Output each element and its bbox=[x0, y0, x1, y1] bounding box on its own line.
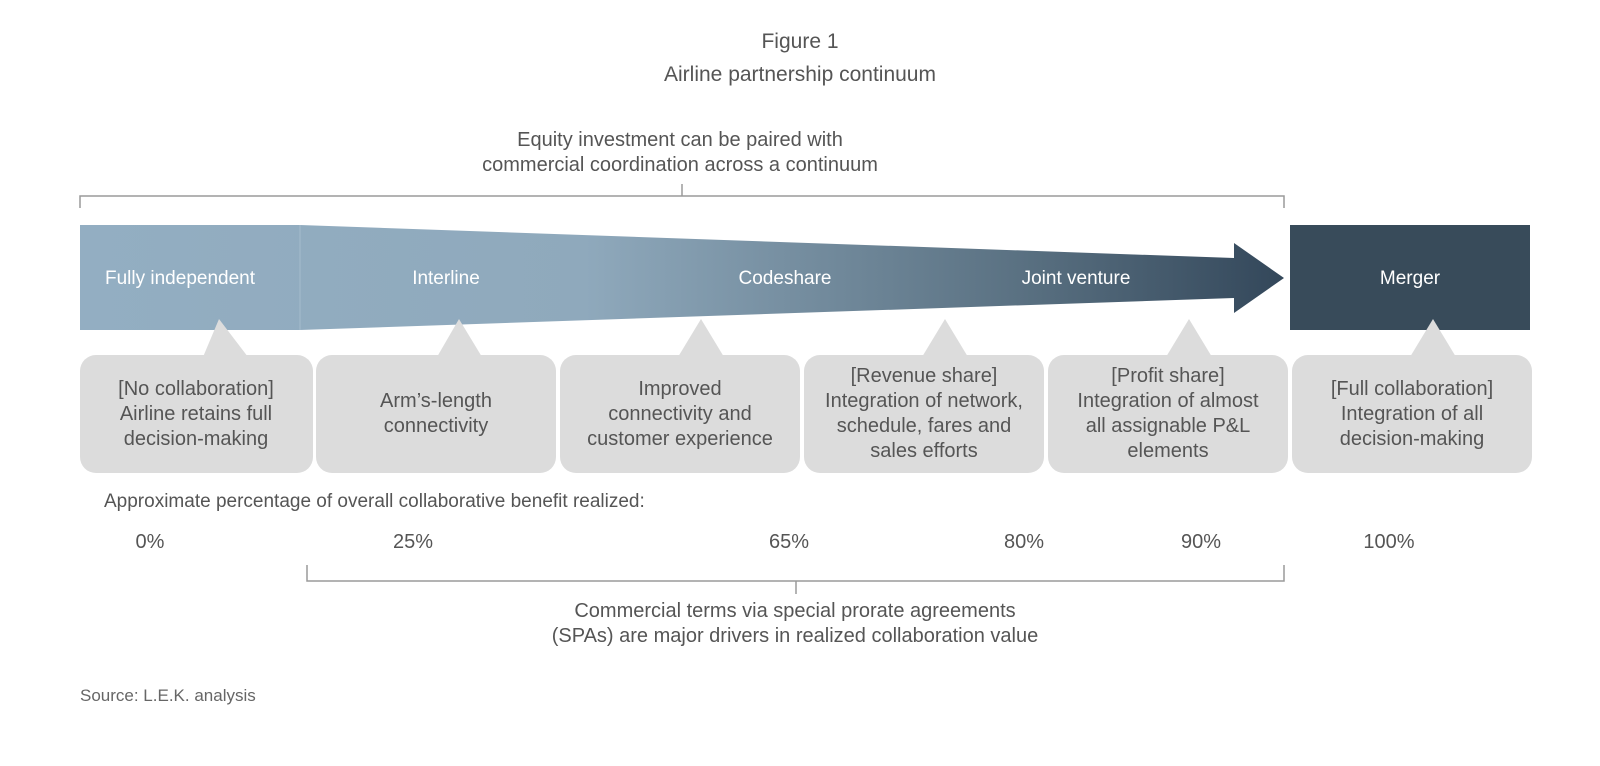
callout-text-fully-independent: [No collaboration] Airline retains full … bbox=[81, 356, 311, 472]
callout-line: [Profit share] bbox=[1111, 365, 1225, 387]
percentage-merger: 100% bbox=[1363, 531, 1415, 553]
callout-line: elements bbox=[1127, 440, 1209, 462]
callout-line: [Full collaboration] bbox=[1330, 377, 1494, 400]
callout-line: Arm’s-length bbox=[380, 390, 492, 412]
callout-line: Integration of almost bbox=[1077, 390, 1259, 412]
callout-box-3 bbox=[560, 319, 800, 473]
equity-note-line-2: commercial coordination across a continu… bbox=[482, 154, 878, 176]
callout-text-interline: Arm’s-length connectivity bbox=[321, 356, 551, 472]
callout-box-2 bbox=[316, 319, 556, 473]
percentage-fully-independent: 0% bbox=[135, 531, 165, 553]
figure-title: Airline partnership continuum bbox=[664, 63, 936, 86]
callout-text-profit-share: [Profit share] Integration of almost all… bbox=[1053, 356, 1283, 472]
stage-label-fully-independent: Fully independent bbox=[105, 268, 256, 289]
percentage-codeshare: 65% bbox=[768, 531, 810, 553]
callout-box-4 bbox=[804, 319, 1044, 473]
continuum-arrow bbox=[80, 225, 1284, 330]
callout-line: connectivity and bbox=[608, 402, 752, 425]
percentage-joint-venture: 80% bbox=[1003, 531, 1045, 553]
stage-label-interline: Interline bbox=[412, 268, 480, 289]
source-note: Source: L.E.K. analysis bbox=[80, 686, 256, 705]
figure-label: Figure 1 bbox=[761, 30, 839, 53]
callout-line: [No collaboration] bbox=[118, 377, 274, 400]
percentage-interline: 25% bbox=[392, 531, 434, 553]
callout-line: decision-making bbox=[123, 427, 269, 450]
callout-text-joint-venture: [Revenue share] Integration of network, … bbox=[809, 356, 1039, 472]
spa-note: Commercial terms via special prorate agr… bbox=[470, 599, 1120, 649]
callout-line: Improved bbox=[638, 377, 722, 400]
callout-text-codeshare: Improved connectivity and customer exper… bbox=[565, 356, 795, 472]
callout-box-6 bbox=[1292, 319, 1532, 473]
callout-line: connectivity bbox=[383, 415, 489, 437]
merger-block bbox=[1290, 225, 1530, 330]
spa-note-line-1: Commercial terms via special prorate agr… bbox=[574, 600, 1016, 622]
callout-line: decision-making bbox=[1339, 427, 1485, 450]
equity-note: Equity investment can be paired with com… bbox=[420, 128, 940, 178]
callout-line: customer experience bbox=[587, 427, 773, 450]
callout-line: all assignable P&L bbox=[1085, 415, 1251, 437]
percentage-profit-share: 90% bbox=[1180, 531, 1222, 553]
callout-box-5 bbox=[1048, 319, 1288, 473]
callout-line: Airline retains full bbox=[119, 402, 273, 425]
equity-note-line-1: Equity investment can be paired with bbox=[517, 129, 843, 151]
percentage-caption: Approximate percentage of overall collab… bbox=[104, 491, 645, 512]
callout-line: sales efforts bbox=[870, 440, 978, 462]
callout-line: Integration of network, bbox=[825, 390, 1023, 412]
stage-label-codeshare: Codeshare bbox=[739, 268, 832, 289]
callout-line: Integration of all bbox=[1340, 402, 1484, 425]
callout-boxes bbox=[80, 319, 1532, 473]
spa-note-line-2: (SPAs) are major drivers in realized col… bbox=[551, 625, 1039, 647]
stage-label-joint-venture: Joint venture bbox=[1022, 268, 1131, 289]
equity-bracket bbox=[79, 184, 1285, 208]
stage-label-merger: Merger bbox=[1380, 268, 1441, 289]
callout-line: [Revenue share] bbox=[850, 365, 998, 387]
callout-text-merger: [Full collaboration] Integration of all … bbox=[1297, 356, 1527, 472]
spa-bracket bbox=[306, 565, 1285, 594]
callout-line: schedule, fares and bbox=[836, 415, 1012, 437]
callout-box-1 bbox=[80, 319, 313, 473]
